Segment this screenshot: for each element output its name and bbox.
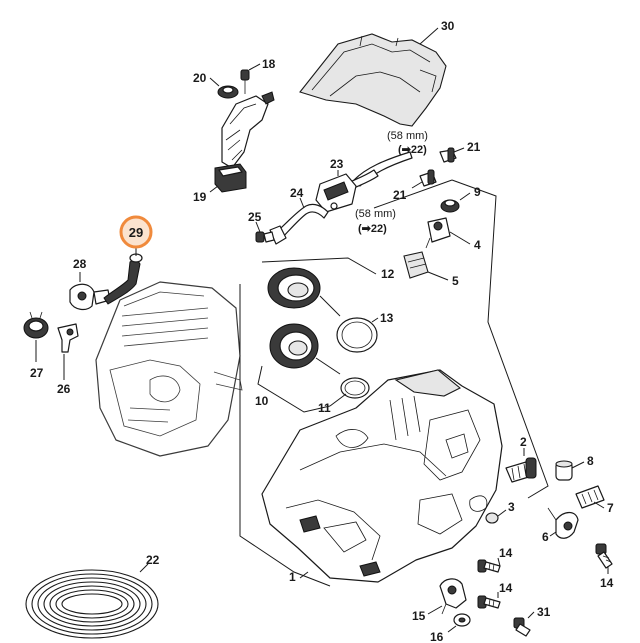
screw-18[interactable]: [240, 69, 250, 94]
seal-13[interactable]: [336, 317, 378, 353]
spark-plug-boot-28[interactable]: [69, 283, 111, 311]
label-5: 5: [452, 274, 459, 288]
label-3: 3: [508, 500, 515, 514]
label-8: 8: [587, 454, 594, 468]
label-14a: 14: [499, 546, 513, 560]
label-29: 29: [129, 225, 143, 240]
label-14b: 14: [499, 581, 513, 595]
label-18: 18: [262, 57, 276, 71]
plug-9[interactable]: [440, 199, 460, 213]
connector-27[interactable]: [23, 311, 49, 339]
label-19: 19: [193, 190, 207, 204]
label-30: 30: [441, 19, 455, 33]
cap-12[interactable]: [267, 267, 321, 309]
housing-frame-left: [239, 284, 331, 587]
hose-lower-ref: (➡22): [358, 223, 387, 235]
lever-15[interactable]: [439, 578, 467, 615]
cover-part[interactable]: [299, 33, 447, 127]
fitting-21a[interactable]: [439, 147, 457, 163]
label-16: 16: [430, 630, 444, 643]
label-11: 11: [318, 401, 331, 415]
label-15: 15: [412, 609, 426, 623]
group-frame-10: [257, 365, 331, 413]
label-14c: 14: [600, 576, 614, 590]
crankcase-housing-1[interactable]: [261, 369, 503, 583]
fuel-pickup-4[interactable]: [425, 217, 451, 249]
label-7: 7: [607, 501, 614, 515]
label-6: 6: [542, 530, 549, 544]
screw-14b[interactable]: [477, 595, 501, 609]
buffer-20[interactable]: [217, 85, 239, 99]
label-12: 12: [381, 267, 395, 281]
group-frame-12: [261, 257, 377, 275]
clip-26[interactable]: [57, 323, 79, 353]
label-27: 27: [30, 366, 44, 380]
label-25: 25: [248, 210, 262, 224]
ignition-lead-29[interactable]: [103, 253, 143, 305]
hose-upper-ref: (➡22): [398, 144, 427, 156]
label-21b: 21: [393, 188, 407, 202]
label-31: 31: [537, 605, 551, 619]
screw-7[interactable]: [575, 485, 605, 509]
label-13: 13: [380, 311, 394, 325]
stud-2[interactable]: [505, 457, 537, 483]
screw-31[interactable]: [513, 617, 531, 637]
hose-lower-length: (58 mm): [355, 208, 396, 220]
tube-24[interactable]: [269, 203, 329, 245]
label-22: 22: [146, 553, 160, 567]
callout-29[interactable]: 29: [119, 215, 153, 249]
label-26: 26: [57, 382, 71, 396]
label-23: 23: [330, 157, 344, 171]
label-10: 10: [255, 394, 269, 408]
coiled-hose-22[interactable]: [25, 569, 159, 639]
bracket-6[interactable]: [547, 507, 579, 539]
label-28: 28: [73, 257, 87, 271]
washer-16[interactable]: [453, 613, 471, 627]
label-2: 2: [520, 435, 527, 449]
sleeve-8[interactable]: [555, 460, 573, 481]
label-1: 1: [289, 570, 296, 584]
seal-11[interactable]: [340, 377, 370, 399]
nut-3[interactable]: [485, 512, 499, 524]
label-20: 20: [193, 71, 207, 85]
handle-bracket-part[interactable]: [221, 91, 275, 169]
label-9: 9: [474, 185, 481, 199]
valve-23[interactable]: [315, 173, 357, 213]
label-4: 4: [474, 238, 481, 252]
foam-block-19[interactable]: [214, 163, 247, 193]
label-24: 24: [290, 186, 304, 200]
cap-10[interactable]: [269, 323, 319, 369]
housing-frame-top: [373, 179, 453, 209]
engine-assembly: [95, 281, 243, 457]
fitting-21b[interactable]: [419, 169, 437, 187]
label-21a: 21: [467, 140, 481, 154]
group-frame-right: [451, 179, 549, 499]
fuel-filter-5[interactable]: [403, 251, 429, 279]
screw-14a[interactable]: [477, 559, 501, 573]
screw-14c[interactable]: [595, 543, 613, 569]
hose-upper-length: (58 mm): [387, 130, 428, 142]
fitting-25[interactable]: [255, 231, 275, 243]
